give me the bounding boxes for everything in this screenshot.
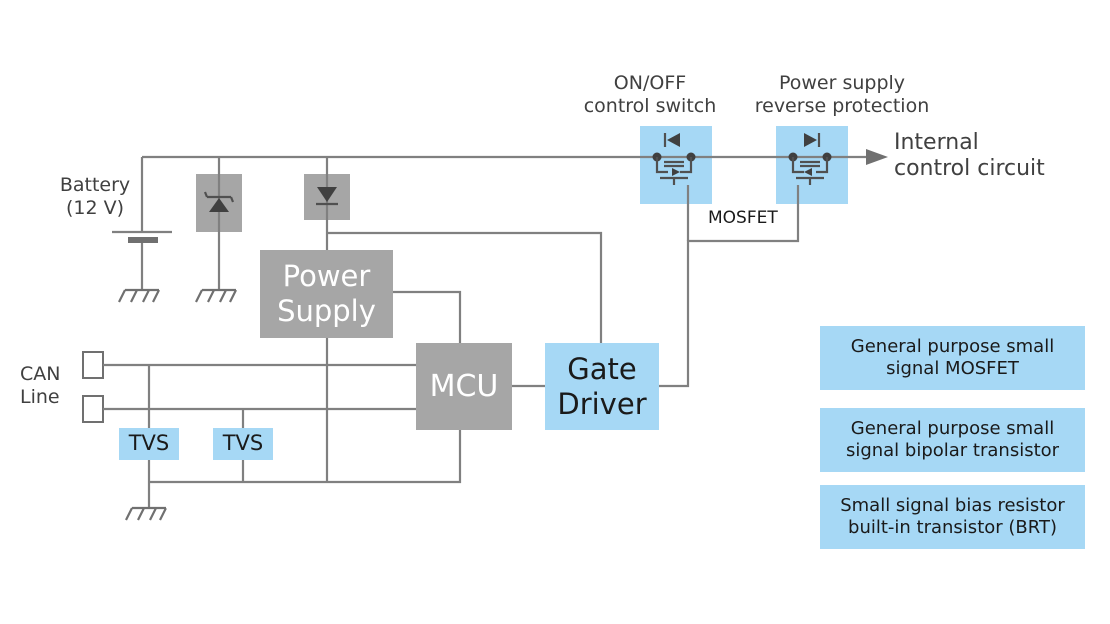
mcu-block: MCU xyxy=(416,343,512,430)
legend-1-line-2: signal MOSFET xyxy=(886,358,1019,379)
power-supply-label-1: Power xyxy=(282,259,371,294)
battery-plate-short xyxy=(128,237,158,243)
reverse-protection-label: Power supply reverse protection xyxy=(742,72,942,118)
battery-label-1: Battery xyxy=(59,174,131,196)
legend-item-bipolar: General purpose small signal bipolar tra… xyxy=(820,408,1085,472)
tvs-label-1: TVS xyxy=(128,431,170,456)
legend-item-brt: Small signal bias resistor built-in tran… xyxy=(820,485,1085,549)
power-supply-label-2: Supply xyxy=(277,294,376,328)
diode-icon xyxy=(317,187,337,202)
mosfet-label: MOSFET xyxy=(708,208,778,228)
on-off-label: ON/OFF control switch xyxy=(570,72,730,118)
on-off-mosfet-icon xyxy=(652,133,696,185)
psu-to-mcu-wire xyxy=(393,290,462,343)
internal-label-2: control circuit xyxy=(894,156,1045,182)
gate-driver-supply-wire xyxy=(327,231,603,343)
power-supply-block: Power Supply xyxy=(260,250,393,338)
legend-1-line-1: General purpose small xyxy=(850,336,1055,358)
can-line-label: CAN Line xyxy=(20,363,60,409)
battery-label-2: (12 V) xyxy=(65,196,125,219)
zener-ground-icon xyxy=(195,288,237,303)
can-ground-icon xyxy=(125,506,167,521)
ground-bus xyxy=(149,430,462,484)
zener-diode-icon xyxy=(209,198,229,212)
on-off-label-2: control switch xyxy=(583,94,717,117)
mcu-label: MCU xyxy=(429,368,499,404)
tvs-block-1: TVS xyxy=(119,428,179,460)
internal-circuit-label: Internal control circuit xyxy=(894,130,1045,183)
battery-label: Battery (12 V) xyxy=(40,174,150,220)
legend-2-line-1: General purpose small xyxy=(850,418,1055,440)
gate-driver-label-2: Driver xyxy=(557,386,647,421)
can-terminal-2 xyxy=(82,395,104,423)
reverse-label-2: reverse protection xyxy=(754,94,930,117)
tvs-label-2: TVS xyxy=(222,431,264,456)
on-off-label-1: ON/OFF xyxy=(613,72,687,94)
reverse-label-1: Power supply xyxy=(778,72,906,94)
mosfet-label-text: MOSFET xyxy=(708,208,778,228)
legend-item-mosfet: General purpose small signal MOSFET xyxy=(820,326,1085,390)
zener-bar xyxy=(203,191,235,203)
internal-label-1: Internal xyxy=(894,130,979,155)
legend-3-line-2: built-in transistor (BRT) xyxy=(848,517,1057,538)
can-label-2: Line xyxy=(20,385,60,408)
can-terminal-1 xyxy=(82,351,104,379)
battery-ground-icon xyxy=(118,288,160,303)
output-arrow xyxy=(866,149,888,165)
legend-3-line-1: Small signal bias resistor xyxy=(840,495,1065,517)
tvs-block-2: TVS xyxy=(213,428,273,460)
gate-driver-block: Gate Driver xyxy=(545,343,659,430)
reverse-mosfet-icon xyxy=(788,133,832,185)
can-label-1: CAN xyxy=(20,363,61,385)
gate-driver-label-1: Gate xyxy=(567,351,637,386)
legend-2-line-2: signal bipolar transistor xyxy=(845,440,1060,461)
